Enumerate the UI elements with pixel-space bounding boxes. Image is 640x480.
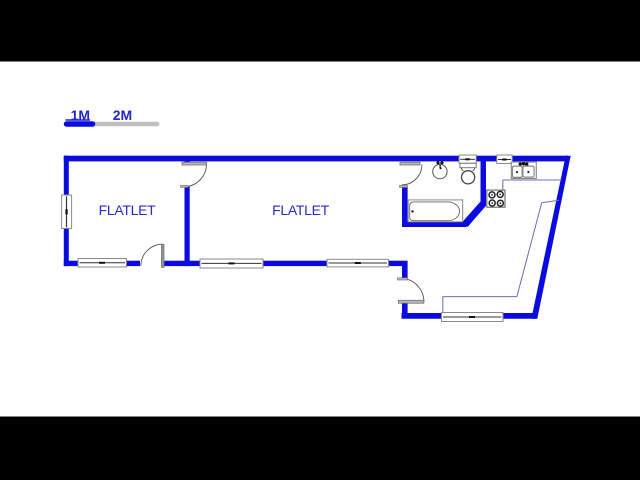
svg-text:FLATLET: FLATLET: [99, 202, 157, 218]
svg-text:2M: 2M: [113, 107, 132, 123]
svg-text:FLATLET: FLATLET: [272, 202, 330, 218]
svg-text:1M: 1M: [71, 107, 90, 123]
